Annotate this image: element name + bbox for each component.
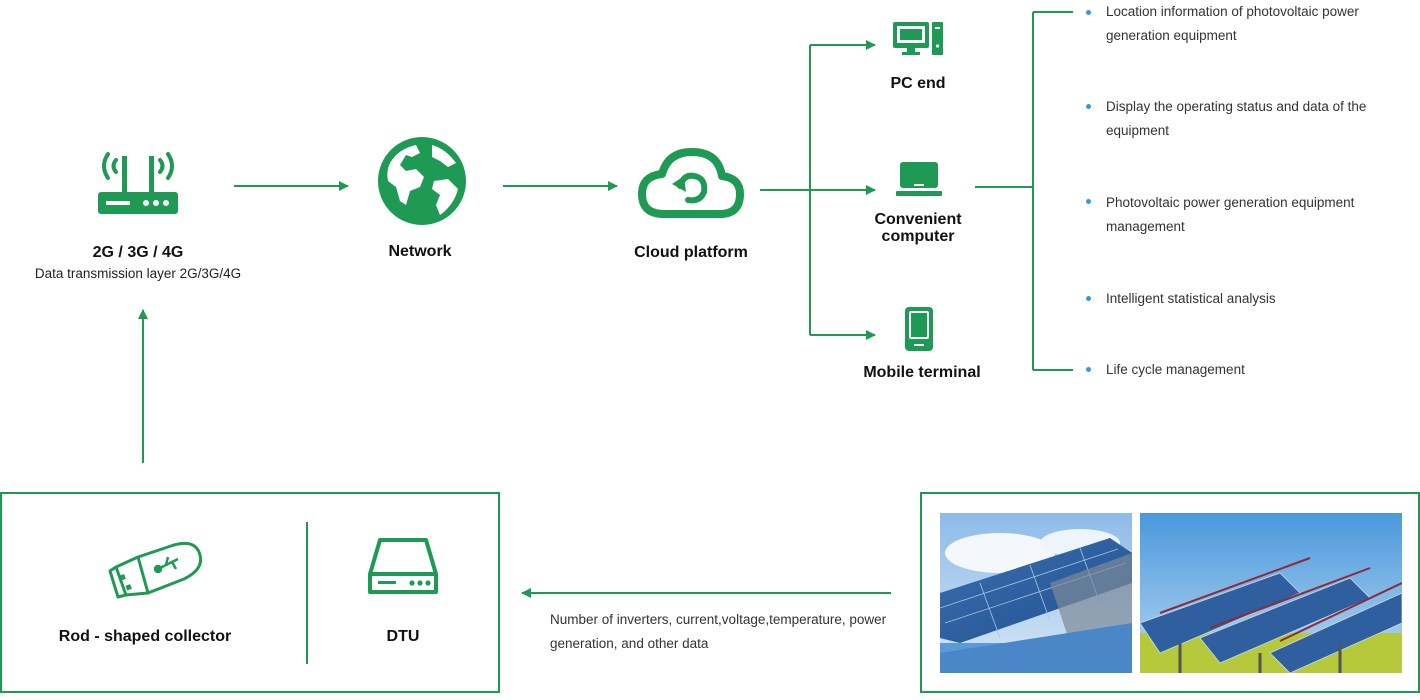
desktop-icon <box>893 22 943 55</box>
bullet-icon <box>1086 10 1091 15</box>
solar-panels-photo-2 <box>1140 513 1402 673</box>
globe-icon <box>378 137 466 225</box>
data-flow-text: Number of inverters, current,voltage,tem… <box>550 612 887 651</box>
feature-item: Location information of photovoltaic pow… <box>1106 4 1359 43</box>
mobile-icon <box>905 307 933 351</box>
usb-collector-icon <box>108 541 203 599</box>
feature-item: Intelligent statistical analysis <box>1106 291 1276 306</box>
laptop-icon <box>896 162 942 196</box>
bullet-icon <box>1086 296 1091 301</box>
collectors-divider <box>306 522 308 664</box>
feature-item: Display the operating status and data of… <box>1106 99 1367 138</box>
bullet-icon <box>1086 199 1091 204</box>
cloud-title: Cloud platform <box>634 244 748 261</box>
dtu-title: DTU <box>386 628 420 645</box>
router-icon <box>98 152 178 214</box>
bullet-icon <box>1086 367 1091 372</box>
rod-collector-title: Rod - shaped collector <box>58 628 232 645</box>
photos-box <box>920 492 1420 693</box>
mobile-title: Mobile terminal <box>863 364 981 381</box>
router-subtitle: Data transmission layer 2G/3G/4G <box>34 266 242 281</box>
collectors-box: Rod - shaped collector DTU <box>0 492 500 693</box>
feature-item: Life cycle management <box>1106 362 1245 377</box>
laptop-title: Convenient computer <box>874 211 962 245</box>
network-title: Network <box>388 243 452 260</box>
router-title: 2G / 3G / 4G <box>92 244 184 261</box>
feature-item: Photovoltaic power generation equipment … <box>1106 195 1355 234</box>
bullet-icon <box>1086 104 1091 109</box>
cloud-icon <box>638 148 744 218</box>
dtu-icon <box>368 538 438 594</box>
solar-panels-photo-1 <box>940 513 1132 673</box>
pc-title: PC end <box>890 75 946 92</box>
